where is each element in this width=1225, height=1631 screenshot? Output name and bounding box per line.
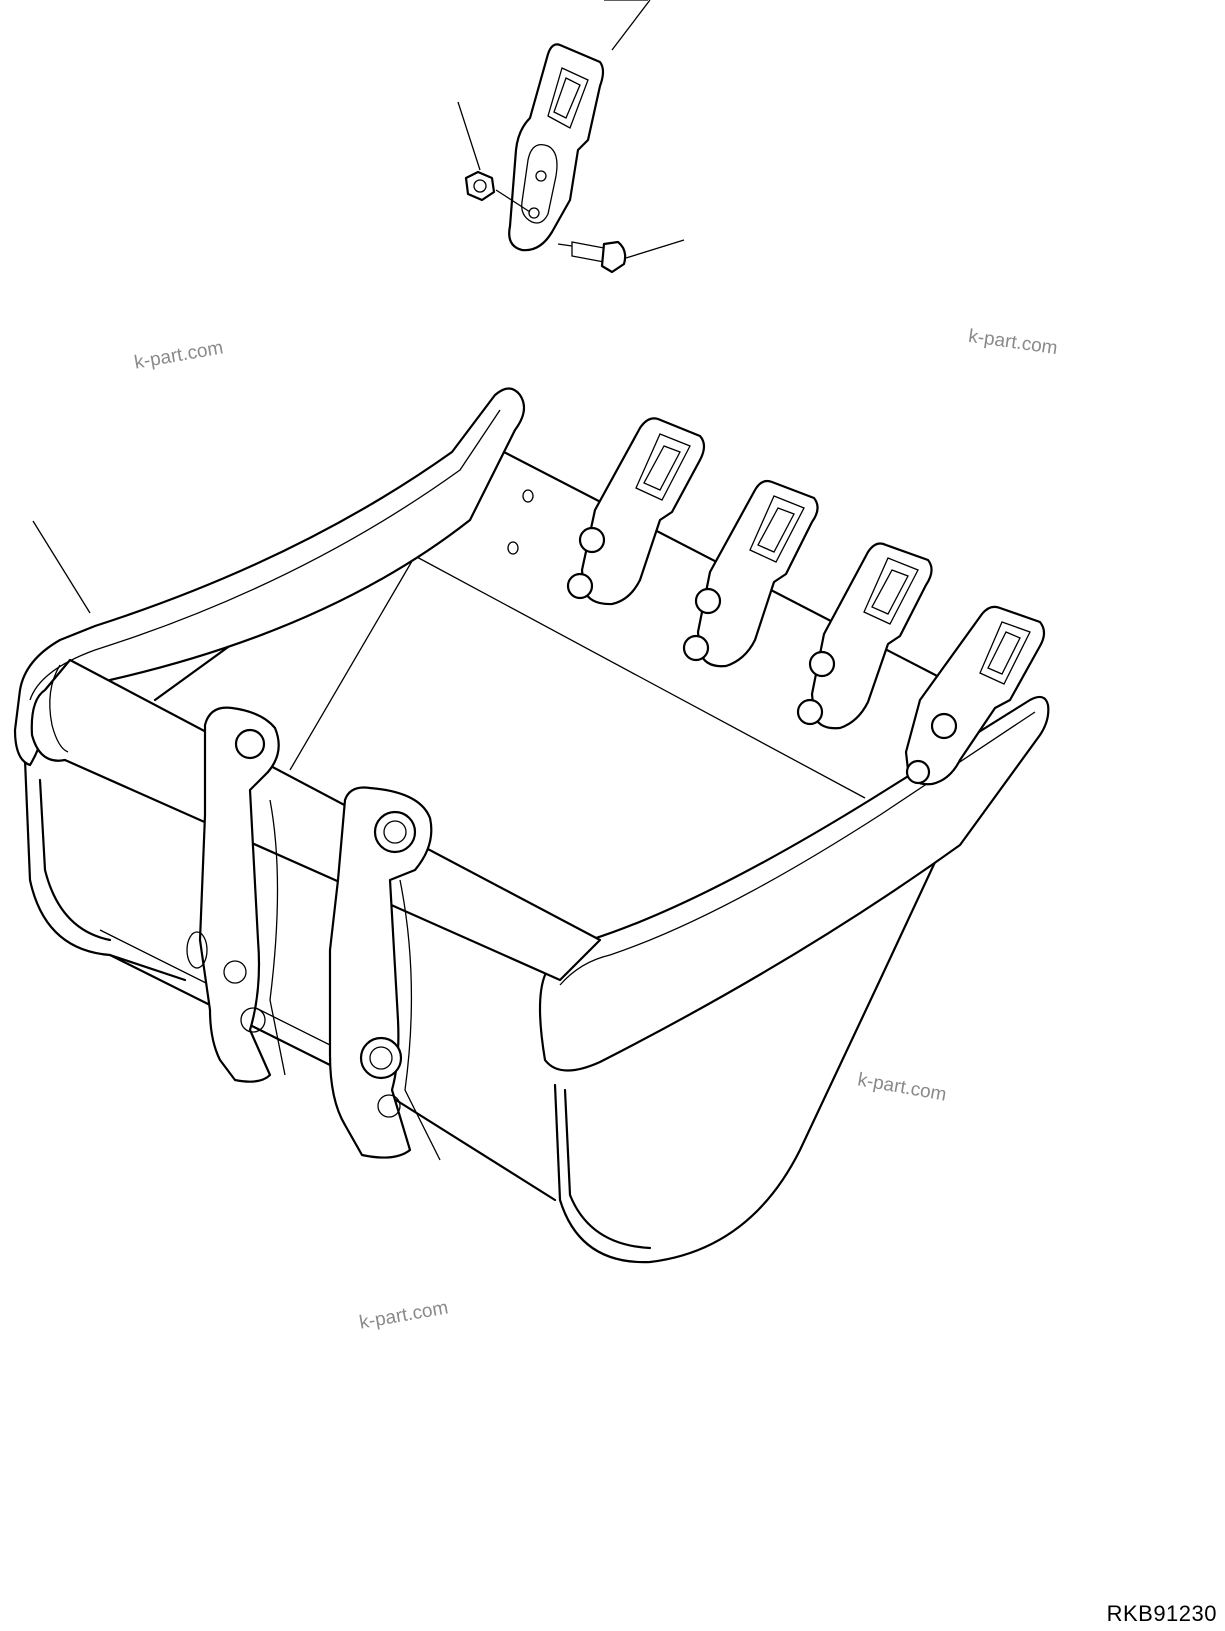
tooth-2 xyxy=(682,479,819,668)
bucket xyxy=(13,387,1050,1264)
drawing-code: RKB91230 xyxy=(1106,1601,1217,1626)
exploded-bolt xyxy=(557,240,627,274)
exploded-tooth xyxy=(508,0,648,252)
tooth-1 xyxy=(566,417,706,606)
leader-lines xyxy=(32,0,685,614)
exploded-nut xyxy=(464,170,531,213)
tooth-4 xyxy=(904,605,1046,786)
teeth-row xyxy=(566,417,1046,786)
tooth-3 xyxy=(796,542,933,730)
